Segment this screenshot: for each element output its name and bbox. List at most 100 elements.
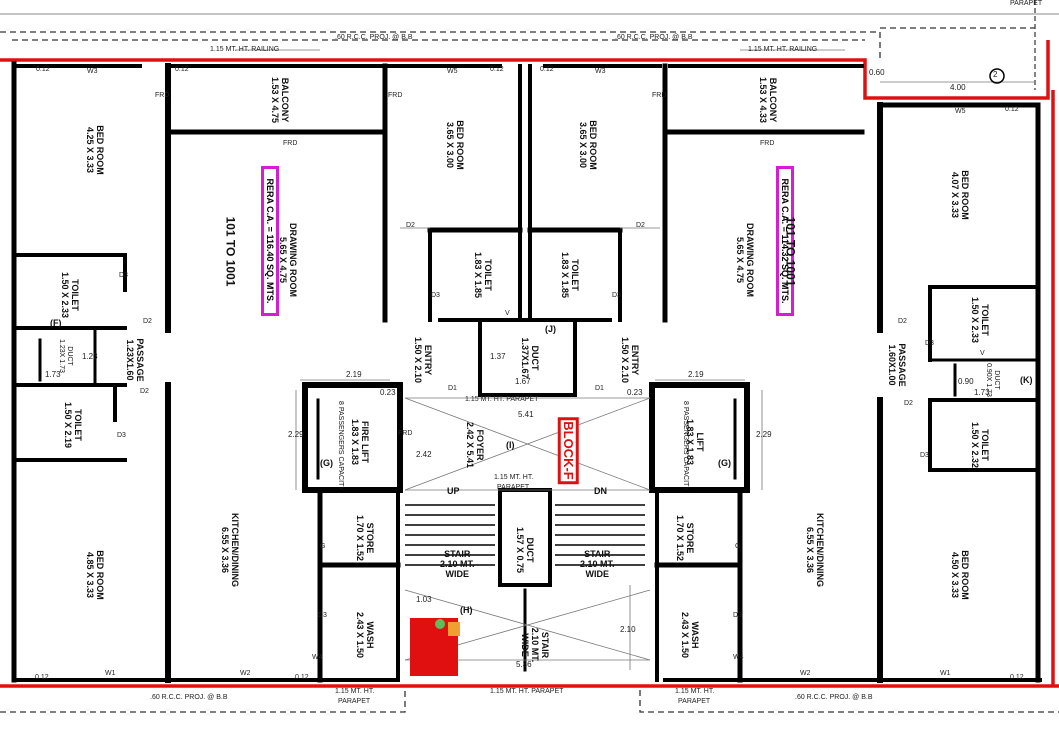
tag-w1b: W1	[940, 670, 951, 677]
tag-gb: G	[735, 543, 741, 550]
tag-frd1: FRD	[155, 92, 170, 99]
tag-d2f: D2	[904, 400, 913, 407]
lift-tag: (G)	[718, 458, 731, 468]
tag-frd6: FRD	[398, 430, 413, 437]
tag-d2a: D2	[143, 318, 152, 325]
tag-w2a: W2	[240, 670, 251, 677]
proj-bottom-left: .60 R.C.C. PROJ. @ B.B	[150, 694, 228, 701]
dim-219-right: 2.19	[688, 370, 704, 379]
railing-bottom-right-2: PARAPET	[678, 698, 711, 705]
dim-400: 4.00	[950, 83, 966, 92]
tag-w4b: W4	[733, 654, 744, 661]
marker-h: (H)	[460, 605, 473, 615]
tag-frd4: FRD	[652, 92, 667, 99]
dim-023-right: 0.23	[627, 388, 643, 397]
proj-bottom-right: .60 R.C.C. PROJ. @ B.B	[795, 694, 873, 701]
dim-173: 1.73	[45, 370, 61, 379]
center-duct-tag: (J)	[545, 324, 556, 334]
railing-bottom-left-2: PARAPET	[338, 698, 371, 705]
fire-lift-tag: (G)	[320, 458, 333, 468]
dim-219-left: 2.19	[346, 370, 362, 379]
dimension-lines	[235, 49, 1035, 670]
parapet-top: PARAPET	[1010, 0, 1043, 7]
stair-dn: DN	[594, 486, 607, 496]
dim-541: 5.41	[518, 410, 534, 419]
tag-d1a: D1	[448, 385, 457, 392]
tag-frd2: FRD	[283, 140, 298, 147]
right-duct-tag: (K)	[1020, 375, 1033, 385]
tag-w3b: W3	[595, 68, 606, 75]
tag-d3a: D3	[119, 272, 128, 279]
tag-d2b: D2	[406, 222, 415, 229]
railing-lobby-inner: 1.15 MT. HT.	[494, 474, 534, 481]
lift-note: 8 PASSENGERS CAPACITY	[682, 401, 689, 491]
block-label: BLOCK-F	[557, 417, 579, 484]
tag-ga: G	[320, 543, 326, 550]
tag-d3c: D3	[431, 292, 440, 299]
electrical-markers	[410, 618, 460, 676]
railing-bottom-left: 1.15 MT. HT.	[335, 688, 375, 695]
tag-th8: 0.12	[1010, 674, 1024, 681]
tag-w2b: W2	[800, 670, 811, 677]
dim-210: 2.10	[620, 625, 636, 634]
tag-d3e: D3	[318, 612, 327, 619]
tag-d3g: D3	[925, 340, 934, 347]
callout-circle-2	[989, 68, 1005, 84]
railing-lobby-inner-2: PARAPET	[497, 484, 530, 491]
tag-d3f: D3	[733, 612, 742, 619]
dim-167: 1.67	[515, 377, 531, 386]
rera-left: RERA C.A. = 116.40 SQ. MTS.	[261, 166, 279, 316]
tag-th2: 0.12	[175, 66, 189, 73]
rera-left-units: 101 TO 1001	[223, 216, 238, 287]
tag-d3h: D3	[920, 452, 929, 459]
tag-w5b: W5	[955, 108, 966, 115]
railing-lobby: 1.15 MT. HT. PARAPET	[465, 396, 539, 403]
boundary-line	[0, 40, 1059, 688]
tag-frd3: FRD	[388, 92, 403, 99]
stair-treads	[405, 504, 645, 566]
tag-v2: V	[980, 350, 985, 357]
foyer-tag: (I)	[506, 440, 515, 450]
projection-lines	[0, 27, 1059, 713]
dim-242: 2.42	[416, 450, 432, 459]
callout-2-text: 2	[993, 70, 998, 79]
tag-d3d: D3	[612, 292, 621, 299]
dim-229-left: 2.29	[288, 430, 304, 439]
stair-up: UP	[447, 486, 460, 496]
proj-top-left: .60 R.C.C. PROJ. @ B.B	[335, 34, 413, 41]
tag-th3: 0.12	[490, 66, 504, 73]
tag-w1a: W1	[105, 670, 116, 677]
tag-v1: V	[505, 310, 510, 317]
marker-f: (F)	[50, 318, 62, 328]
